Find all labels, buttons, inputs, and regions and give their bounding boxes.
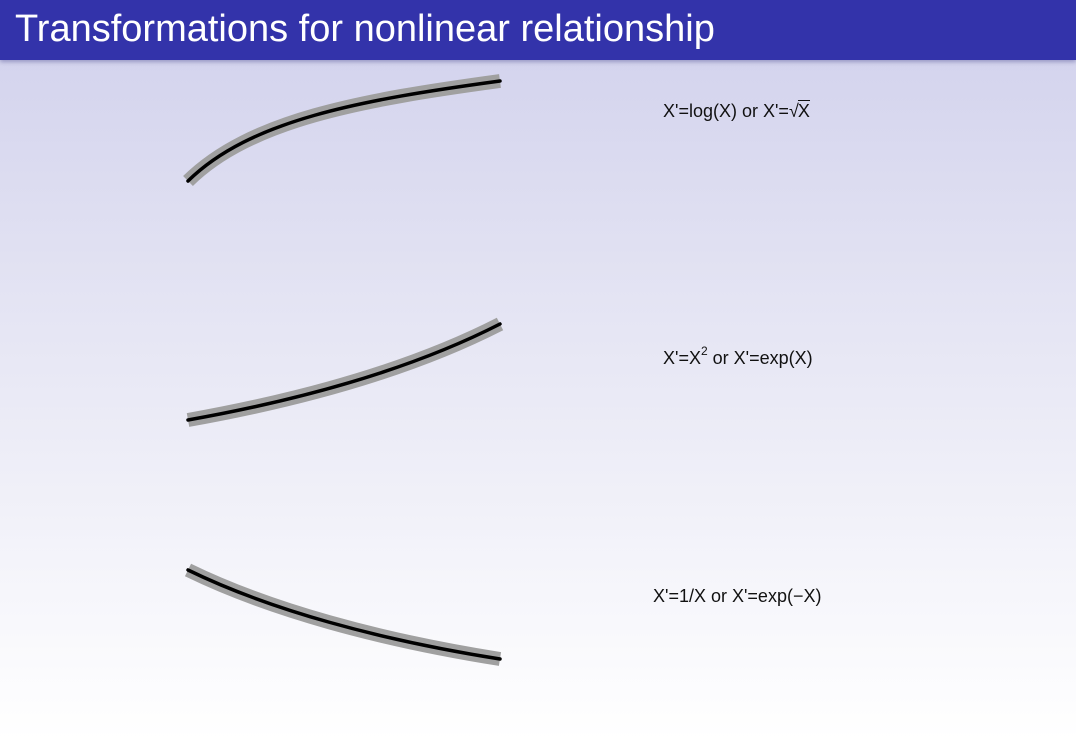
sqrt-argument: X <box>797 100 810 121</box>
curve-inverse-line <box>186 568 502 661</box>
curve-log-band <box>183 74 501 186</box>
curve-log <box>183 74 502 186</box>
curve-exp-band <box>186 317 504 427</box>
formula-inverse-text: X'=1/X or X'=exp(−X) <box>653 586 822 606</box>
curve-exp-line <box>186 322 502 422</box>
formula-square-exponent: 2 <box>700 344 708 358</box>
formula-exp-text: or X'=exp(X) <box>707 348 813 368</box>
curve-inverse <box>184 563 502 666</box>
formula-square-base: X'=X <box>663 348 701 368</box>
title-bar: Transformations for nonlinear relationsh… <box>0 0 1076 60</box>
formula-log-text: X'=log(X) or X'= <box>663 101 789 121</box>
sqrt-symbol: √ <box>788 101 799 121</box>
formula-log-sqrt: X'=log(X) or X'=√X <box>663 100 810 122</box>
curve-log-line <box>186 79 502 183</box>
page-title: Transformations for nonlinear relationsh… <box>15 8 715 50</box>
formula-square-exp: X'=X2 or X'=exp(X) <box>663 342 813 369</box>
curve-exp <box>186 317 504 427</box>
curve-inverse-band <box>184 563 502 666</box>
formula-inverse-negexp: X'=1/X or X'=exp(−X) <box>653 585 821 607</box>
